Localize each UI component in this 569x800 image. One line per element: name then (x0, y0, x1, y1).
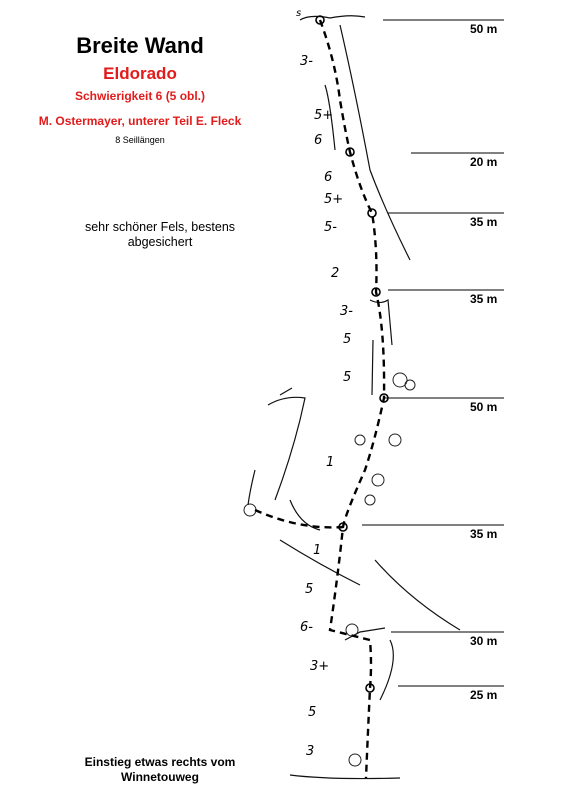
grade-label: 5+ (324, 192, 344, 207)
first-ascent-label: M. Ostermayer, unterer Teil E. Fleck (38, 114, 242, 128)
grade-label: 3+ (310, 659, 330, 674)
pitch-length-4: 35 m (470, 292, 498, 306)
page-title: Breite Wand (76, 33, 204, 58)
grade-label: 5+ (314, 108, 334, 123)
grade-label: 1 (326, 455, 335, 470)
route-line (254, 19, 386, 779)
grade-label: 1 (313, 543, 322, 558)
belay-stations (315, 15, 389, 693)
pitch-length-2: 20 m (470, 155, 498, 169)
pitch-separator-lines (362, 19, 504, 687)
grade-label: 5- (324, 220, 337, 235)
rock-quality-note: sehr schöner Fels, bestens abgesichert (84, 220, 236, 249)
grade-label: 5 (343, 370, 352, 385)
rock-outline-sketch (247, 15, 461, 780)
pitch-length-5: 50 m (470, 400, 498, 414)
route-name: Eldorado (103, 64, 177, 83)
pitch-length-8: 25 m (470, 688, 498, 702)
pitch-length-1: 50 m (470, 22, 498, 36)
grade-label: 5 (305, 582, 314, 597)
pitch-length-7: 30 m (470, 634, 498, 648)
pitch-count-label: 8 Seillängen (115, 135, 165, 145)
pitch-length-6: 35 m (470, 527, 498, 541)
grade-label: 5 (308, 705, 317, 720)
approach-note: Einstieg etwas rechts vom Winnetouweg (84, 755, 236, 784)
grade-label: 3- (300, 54, 313, 69)
pitch-length-3: 35 m (470, 215, 498, 229)
grade-label: 3- (340, 304, 353, 319)
grade-label: 6- (300, 620, 313, 635)
grade-label: 3 (306, 744, 315, 759)
grade-label: 6 (314, 133, 323, 148)
grade-label: 6 (324, 170, 333, 185)
grade-label: 5 (343, 332, 352, 347)
grade-label: 2 (331, 266, 340, 281)
summit-label: s (296, 8, 302, 19)
difficulty-label: Schwierigkeit 6 (5 obl.) (74, 89, 206, 103)
